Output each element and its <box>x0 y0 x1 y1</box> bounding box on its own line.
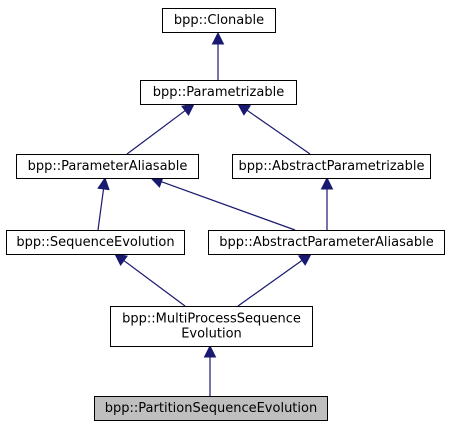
class-node-label: bpp::PartitionSequenceEvolution <box>105 401 317 416</box>
class-node-label: bpp::MultiProcessSequence <box>122 312 301 327</box>
edges-layer <box>97 31 334 396</box>
class-node-box <box>94 396 328 421</box>
class-node-parameter-aliasable[interactable]: bpp::ParameterAliasable <box>16 154 199 179</box>
inheritance-arrowhead-multi_process_sequence_evolution-to-abstract_parameter_aliasable <box>297 253 312 266</box>
class-node-box <box>140 80 297 105</box>
class-node-clonable[interactable]: bpp::Clonable <box>162 8 276 33</box>
nodes-layer: bpp::Clonablebpp::Parametrizablebpp::Par… <box>6 8 445 421</box>
inheritance-arrowhead-partition_sequence_evolution-to-multi_process_sequence_evolution <box>203 344 217 358</box>
inheritance-arrowhead-parametrizable-to-clonable <box>211 31 225 45</box>
class-node-label: bpp::AbstractParameterAliasable <box>219 235 433 250</box>
class-node-abstract-parametrizable[interactable]: bpp::AbstractParametrizable <box>232 154 431 179</box>
class-node-sequence-evolution[interactable]: bpp::SequenceEvolution <box>6 230 185 255</box>
class-node-abstract-parameter-aliasable[interactable]: bpp::AbstractParameterAliasable <box>208 230 445 255</box>
class-node-box <box>6 230 185 255</box>
class-node-box <box>162 8 276 33</box>
class-node-label: bpp::Clonable <box>174 13 264 28</box>
class-node-partition-sequence-evolution: bpp::PartitionSequenceEvolution <box>94 396 328 421</box>
inheritance-arrowhead-abstract_parameter_aliasable-to-abstract_parametrizable <box>320 176 334 190</box>
inheritance-edge-multi_process_sequence_evolution-to-sequence_evolution <box>123 260 186 307</box>
inheritance-edge-abstract_parameter_aliasable-to-parameter_aliasable <box>161 181 296 231</box>
inheritance-edge-abstract_parametrizable-to-parametrizable <box>246 109 311 155</box>
class-node-label: bpp::Parametrizable <box>153 85 284 100</box>
class-node-label: bpp::ParameterAliasable <box>28 159 188 174</box>
inheritance-arrowhead-abstract_parametrizable-to-parametrizable <box>237 103 252 116</box>
inheritance-edge-multi_process_sequence_evolution-to-abstract_parameter_aliasable <box>237 259 303 307</box>
class-node-label: bpp::SequenceEvolution <box>16 235 174 250</box>
inheritance-arrowhead-sequence_evolution-to-parameter_aliasable <box>97 176 110 191</box>
inheritance-edge-sequence_evolution-to-parameter_aliasable <box>97 188 105 231</box>
class-node-label: Evolution <box>181 327 242 342</box>
class-node-parametrizable[interactable]: bpp::Parametrizable <box>140 80 297 105</box>
class-node-box <box>208 230 445 255</box>
class-node-box <box>232 154 431 179</box>
class-node-box <box>16 154 199 179</box>
inheritance-arrowhead-parameter_aliasable-to-parametrizable <box>181 103 195 116</box>
inheritance-edge-parameter_aliasable-to-parametrizable <box>126 110 186 155</box>
class-node-label: bpp::AbstractParametrizable <box>239 159 425 174</box>
class-node-box <box>110 306 313 347</box>
inheritance-arrowhead-multi_process_sequence_evolution-to-sequence_evolution <box>114 253 128 266</box>
